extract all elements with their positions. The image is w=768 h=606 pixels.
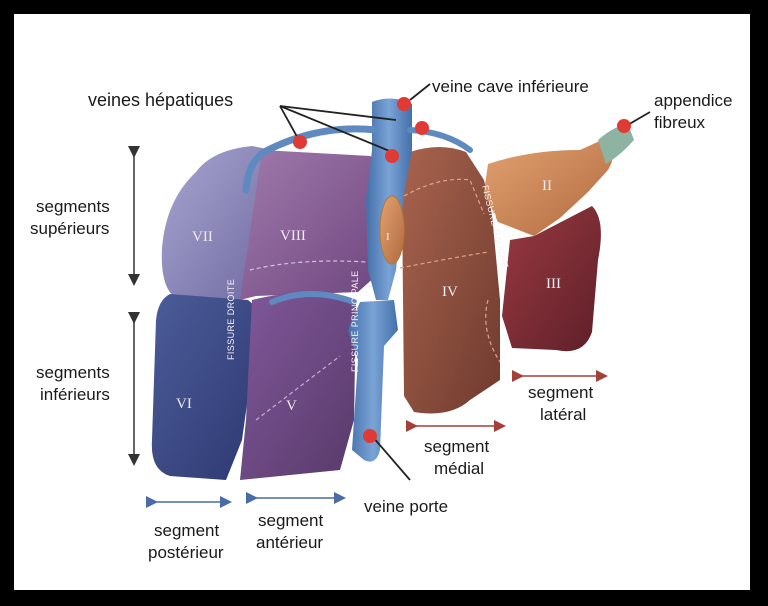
fissure-principale-label: FISSURE PRINCIPALE <box>350 270 360 372</box>
label-segment-anterieur-2: antérieur <box>256 533 323 552</box>
label-segments-inf-2: inférieurs <box>40 385 110 404</box>
segment-label-vi: VI <box>176 396 192 412</box>
fissure-droite-label: FISSURE DROITE <box>226 279 236 360</box>
pointer-line <box>410 84 430 100</box>
label-segment-lateral-1: segment <box>528 383 593 402</box>
pointer-line <box>372 436 410 480</box>
label-appendice: appendice <box>654 91 732 110</box>
label-segment-medial-1: segment <box>424 437 489 456</box>
marker-dot <box>397 97 411 111</box>
marker-dot <box>385 149 399 163</box>
label-segments-sup-2: supérieurs <box>30 219 109 238</box>
segment-label-vii: VII <box>192 229 213 245</box>
label-veine-porte: veine porte <box>364 497 448 516</box>
segment-label-v: V <box>286 398 297 414</box>
label-veines-hepatiques: veines hépatiques <box>88 90 233 110</box>
marker-dot <box>363 429 377 443</box>
segment-label-ii: II <box>542 178 552 194</box>
marker-dot <box>293 135 307 149</box>
segment-label-iii: III <box>546 276 561 292</box>
marker-dot <box>617 119 631 133</box>
label-segment-medial-2: médial <box>434 459 484 478</box>
segment-label-iv: IV <box>442 284 458 300</box>
segment-i-shape <box>380 196 404 264</box>
segment-label-i: I <box>386 231 390 243</box>
label-segment-lateral-2: latéral <box>540 405 586 424</box>
label-segments-inf-1: segments <box>36 363 110 382</box>
label-segment-anterieur-1: segment <box>258 511 323 530</box>
label-veine-cave: veine cave inférieure <box>432 77 589 96</box>
label-segment-posterieur-1: segment <box>154 521 219 540</box>
segment-label-viii: VIII <box>280 228 306 244</box>
label-segments-sup-1: segments <box>36 197 110 216</box>
label-fibreux: fibreux <box>654 113 706 132</box>
marker-dot <box>415 121 429 135</box>
segment-v-shape <box>240 293 356 480</box>
label-segment-posterieur-2: postérieur <box>148 543 224 562</box>
